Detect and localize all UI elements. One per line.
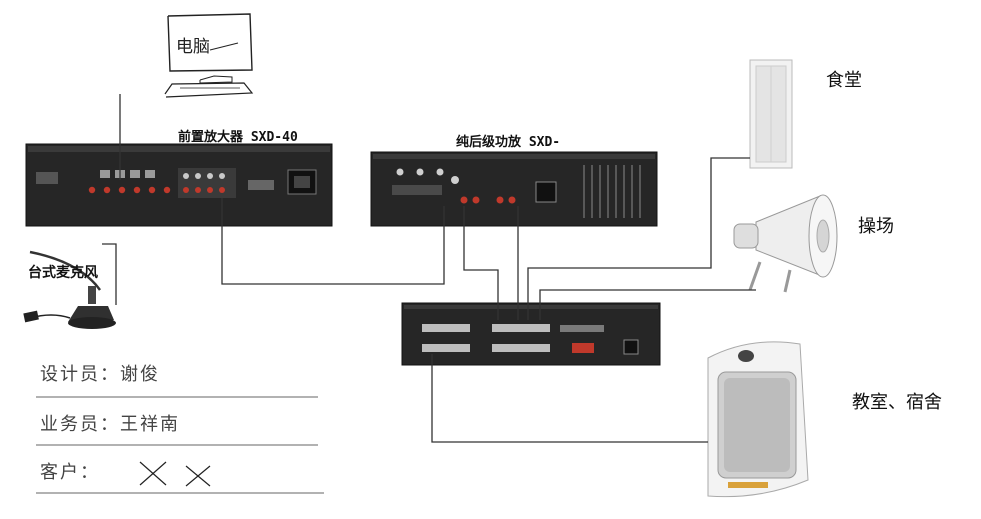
sales-row: 业务员：王祥南 xyxy=(40,410,180,436)
computer-label: 电脑 xyxy=(176,37,210,57)
client-row: 客户： xyxy=(40,458,100,484)
info-divider-lines xyxy=(36,396,324,494)
designer-name: 谢俊 xyxy=(120,364,160,385)
column-speaker-icon xyxy=(749,59,793,169)
client-label: 客户： xyxy=(40,462,100,483)
power-amplifier-device xyxy=(370,151,658,227)
microphone-label: 台式麦克风 xyxy=(28,265,98,281)
zone-label-canteen: 食堂 xyxy=(826,70,862,91)
microphone-icon xyxy=(23,250,116,329)
zone-terminal-device xyxy=(401,302,661,366)
computer-icon xyxy=(164,13,254,98)
horn-speaker-icon xyxy=(733,194,838,293)
designer-row: 设计员：谢俊 xyxy=(40,360,160,386)
sales-label: 业务员： xyxy=(40,414,120,435)
designer-label: 设计员： xyxy=(40,364,120,385)
connection-wires xyxy=(102,94,756,443)
zone-label-classroom: 教室、宿舍 xyxy=(852,392,942,413)
pre-amp-title: 前置放大器 SXD-40 xyxy=(178,130,298,145)
power-amp-title: 纯后级功放 SXD- xyxy=(456,135,561,150)
crossed-out-marks xyxy=(139,461,211,487)
zone-label-playground: 操场 xyxy=(858,216,894,237)
pre-amplifier-device xyxy=(25,143,333,227)
wall-speaker-icon xyxy=(707,341,809,498)
sales-name: 王祥南 xyxy=(120,414,180,435)
